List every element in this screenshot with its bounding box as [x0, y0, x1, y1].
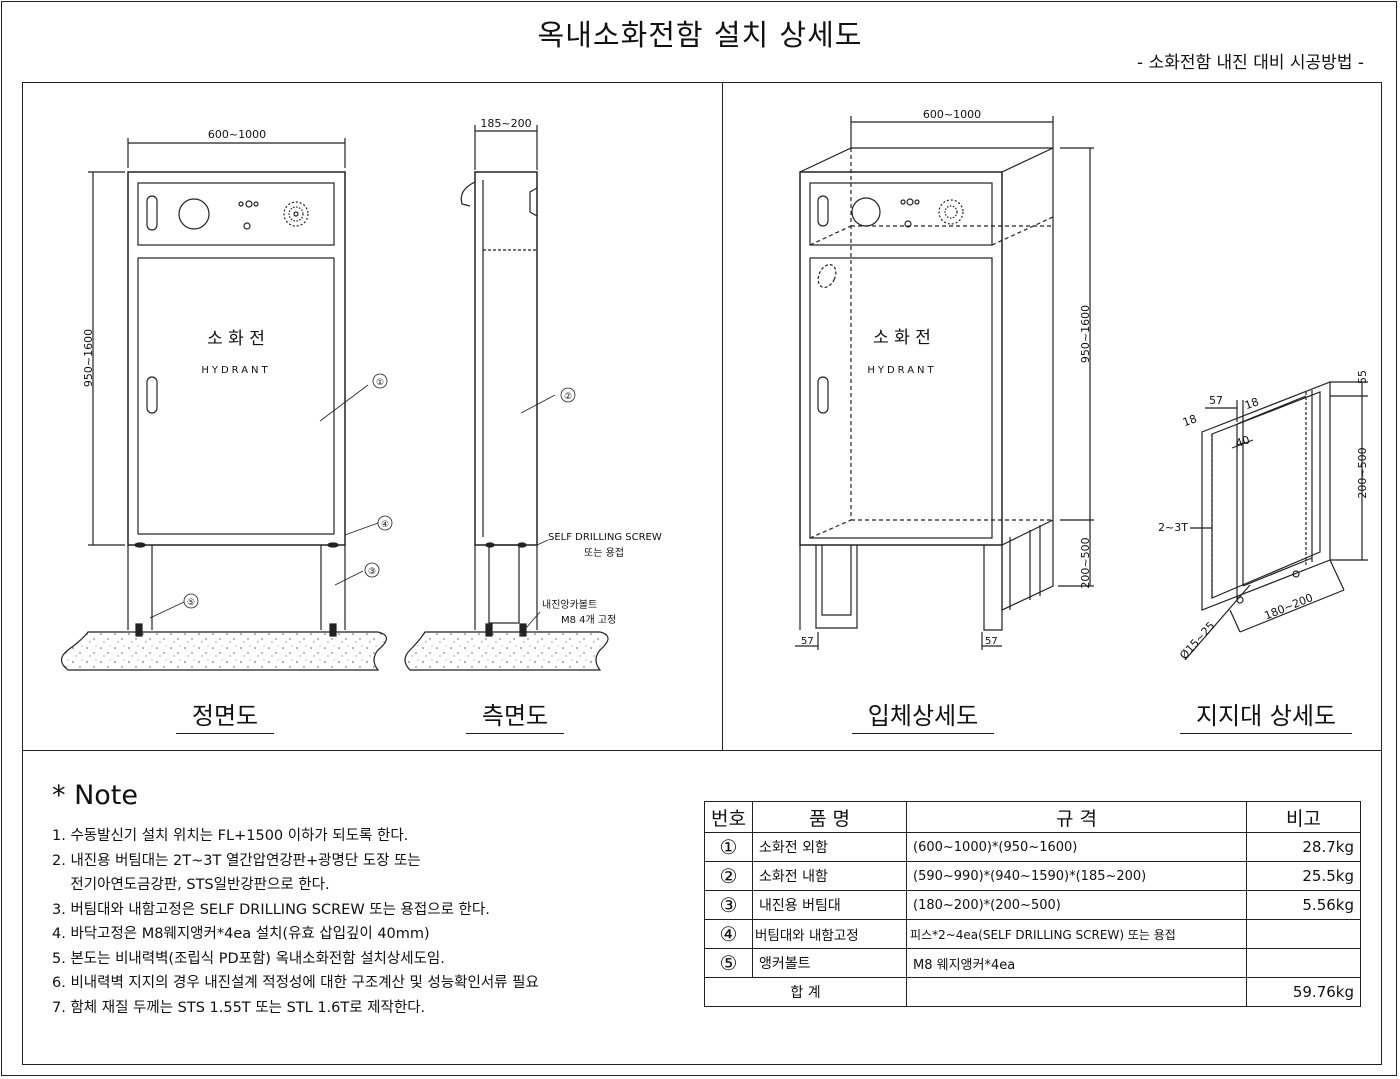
row-name: 버팀대와 내함고정	[752, 919, 907, 949]
support-w55: 55	[1356, 370, 1369, 384]
note-item: 1. 수동발신기 설치 위치는 FL+1500 이하가 되도록 한다.	[52, 828, 409, 844]
row-spec: M8 웨지앵커*4ea	[906, 948, 1247, 978]
callout-1: ①	[376, 378, 384, 388]
iso-view	[795, 116, 1094, 650]
header-no: 번호	[704, 801, 753, 833]
row-spec: (590~990)*(940~1590)*(185~200)	[906, 861, 1247, 891]
spec-table-header: 번호 품 명 규 격 비고	[704, 801, 1361, 833]
notes-panel	[22, 750, 1382, 1065]
row-name: 내진용 버팀대	[752, 890, 907, 920]
note-item: 전기아연도금강판, STS일반강판으로 한다.	[52, 877, 330, 893]
support-w57: 57	[1209, 394, 1223, 407]
row-no: ④	[704, 919, 753, 949]
front-view	[60, 138, 393, 671]
iso-width-dim: 600~1000	[923, 108, 981, 121]
spec-table: 번호 품 명 규 격 비고 ① 소화전 외함 (600~1000)*(950~1…	[704, 801, 1361, 1007]
row-spec: 피스*2~4ea(SELF DRILLING SCREW) 또는 용접	[906, 919, 1247, 949]
header-name: 품 명	[752, 801, 907, 833]
iso-w57-left: 57	[801, 636, 814, 647]
caption-support-detail: 지지대 상세도	[1180, 696, 1352, 734]
front-hydrant-en: HYDRANT	[201, 365, 270, 376]
table-row: ① 소화전 외함 (600~1000)*(950~1600) 28.7kg	[704, 832, 1361, 862]
anchor-label-1: 내진앙카볼트	[542, 599, 597, 611]
table-row: ② 소화전 내함 (590~990)*(940~1590)*(185~200) …	[704, 861, 1361, 891]
front-height-dim: 950~1600	[82, 329, 95, 387]
iso-hydrant-en: HYDRANT	[867, 365, 936, 376]
table-row: ④ 버팀대와 내함고정 피스*2~4ea(SELF DRILLING SCREW…	[704, 919, 1361, 949]
callout-5: ⑤	[187, 598, 195, 608]
table-row: ⑤ 앵커볼트 M8 웨지앵커*4ea	[704, 948, 1361, 978]
row-no: ⑤	[704, 948, 753, 978]
row-note: 5.56kg	[1246, 890, 1361, 920]
screw-label: SELF DRILLING SCREW	[548, 532, 662, 543]
callout-4: ④	[381, 520, 389, 530]
note-item: 6. 비내력벽 지지의 경우 내진설계 적정성에 대한 구조계산 및 성능확인서…	[52, 975, 539, 991]
callout-3: ③	[368, 567, 376, 577]
row-name: 소화전 외함	[752, 832, 907, 862]
side-view	[404, 125, 609, 671]
support-w40: 40	[1234, 433, 1252, 450]
iso-hydrant-kr: 소 화 전	[873, 328, 931, 348]
row-no: ①	[704, 832, 753, 862]
row-note	[1246, 919, 1361, 949]
iso-height-dim: 950~1600	[1079, 305, 1092, 363]
note-item: 5. 본도는 비내력벽(조립식 PD포함) 옥내소화전함 설치상세도임.	[52, 950, 445, 967]
screw-or-label: 또는 용접	[584, 547, 624, 559]
support-thickness: 2~3T	[1158, 521, 1188, 534]
side-depth-dim: 185~200	[480, 117, 531, 130]
iso-w57-right: 57	[985, 636, 998, 647]
anchor-label-2: M8 4개 고정	[561, 614, 616, 626]
total-label: 합 계	[704, 977, 907, 1007]
row-name: 앵커볼트	[752, 948, 907, 978]
table-total-row: 합 계 59.76kg	[704, 977, 1361, 1007]
total-value: 59.76kg	[1246, 977, 1361, 1007]
callout-2: ②	[564, 392, 572, 402]
notes-title: * Note	[52, 780, 138, 811]
support-hole: Ø15~25	[1177, 619, 1217, 662]
support-base-dim: 180~200	[1263, 591, 1315, 622]
support-w18-right: 18	[1243, 395, 1261, 412]
support-w18-left: 18	[1181, 412, 1199, 429]
note-item: 4. 바닥고정은 M8웨지앵커*4ea 설치(유효 삽입깊이 40mm)	[52, 926, 430, 942]
caption-front-view: 정면도	[176, 696, 274, 734]
front-width-dim: 600~1000	[208, 128, 266, 141]
iso-leg-dim: 200~500	[1079, 537, 1092, 588]
caption-iso-view: 입체상세도	[852, 696, 994, 734]
row-note	[1246, 948, 1361, 978]
header-spec: 규 격	[906, 801, 1247, 833]
total-spec	[906, 977, 1247, 1007]
note-item: 3. 버팀대와 내함고정은 SELF DRILLING SCREW 또는 용접으…	[52, 901, 490, 918]
note-item: 2. 내진용 버팀대는 2T~3T 열간압연강판+광명단 도장 또는	[52, 852, 421, 869]
caption-side-view: 측면도	[466, 696, 564, 734]
row-spec: (180~200)*(200~500)	[906, 890, 1247, 920]
note-item: 7. 함체 재질 두께는 STS 1.55T 또는 STL 1.6T로 제작한다…	[52, 999, 426, 1016]
row-note: 25.5kg	[1246, 861, 1361, 891]
row-spec: (600~1000)*(950~1600)	[906, 832, 1247, 862]
support-detail	[1184, 381, 1368, 661]
support-height-dim: 200~500	[1356, 447, 1369, 498]
row-name: 소화전 내함	[752, 861, 907, 891]
table-row: ③ 내진용 버팀대 (180~200)*(200~500) 5.56kg	[704, 890, 1361, 920]
row-no: ③	[704, 890, 753, 920]
drawing-subtitle: - 소화전함 내진 대비 시공방법 -	[1137, 53, 1364, 73]
row-note: 28.7kg	[1246, 832, 1361, 862]
drawing-title: 옥내소화전함 설치 상세도	[537, 18, 863, 52]
header-note: 비고	[1246, 801, 1361, 833]
row-no: ②	[704, 861, 753, 891]
front-hydrant-kr: 소 화 전	[207, 329, 265, 349]
notes-list: 1. 수동발신기 설치 위치는 FL+1500 이하가 되도록 한다. 2. 내…	[52, 824, 539, 1020]
